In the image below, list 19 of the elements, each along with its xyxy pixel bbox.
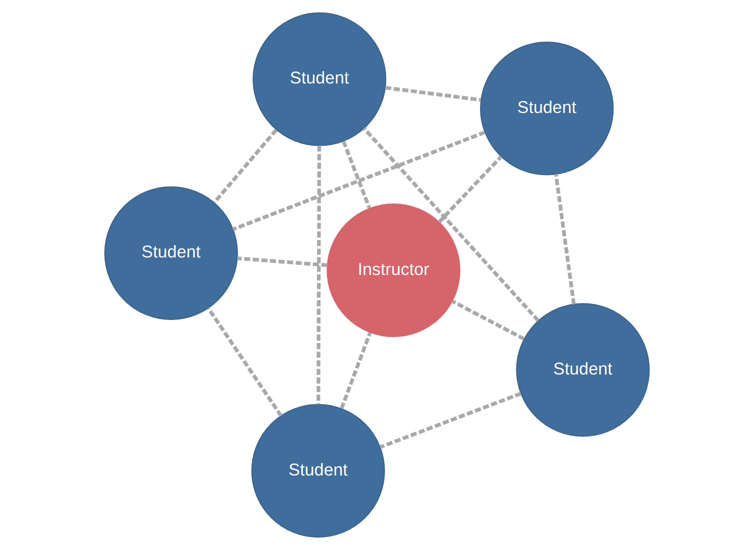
node-circle: Student bbox=[252, 12, 386, 146]
connector bbox=[316, 146, 321, 404]
connector bbox=[341, 140, 371, 209]
connector bbox=[384, 86, 481, 102]
connector bbox=[379, 392, 521, 449]
connector bbox=[236, 256, 328, 268]
connector bbox=[232, 130, 485, 232]
connector bbox=[362, 127, 540, 322]
node-circle: Student bbox=[104, 186, 238, 320]
node-circle: Student bbox=[480, 42, 614, 176]
connector bbox=[206, 307, 282, 417]
connector bbox=[451, 300, 524, 341]
connector bbox=[554, 174, 576, 304]
node-circle: Student bbox=[516, 303, 650, 437]
node-circle: Student bbox=[250, 404, 384, 538]
node-circle: Instructor bbox=[326, 203, 460, 338]
connector bbox=[437, 155, 502, 224]
connector bbox=[212, 128, 278, 204]
connector bbox=[339, 332, 372, 410]
